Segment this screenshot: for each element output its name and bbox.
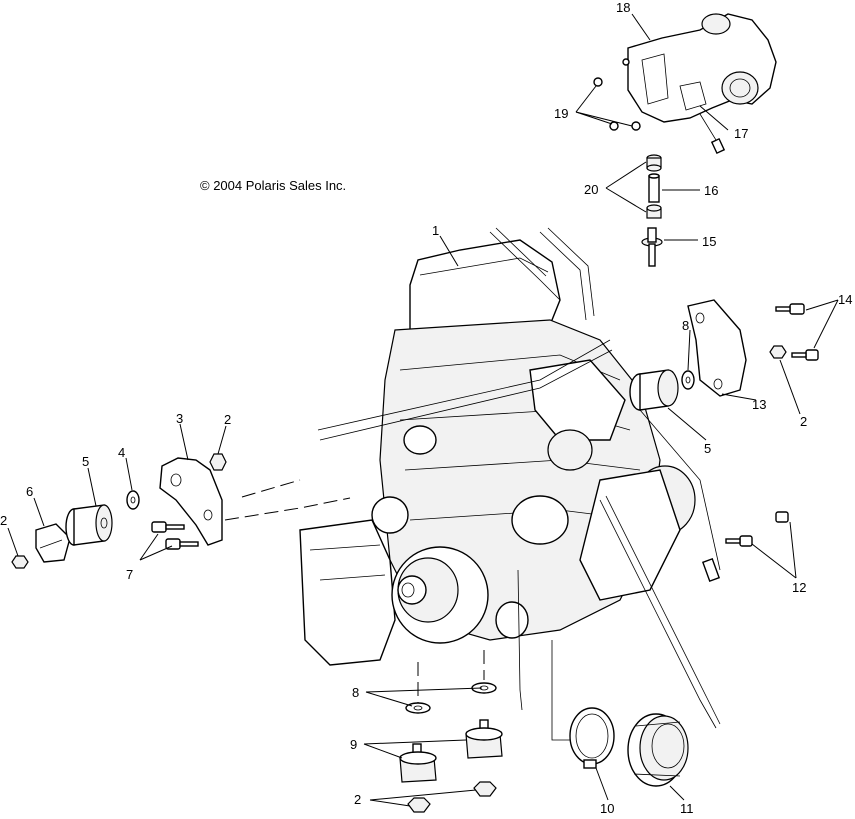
- callout-8-bottom: 8: [352, 685, 359, 700]
- callout-3: 3: [176, 411, 183, 426]
- bolt-14-upper: [775, 303, 805, 315]
- screw-19-set: [593, 58, 641, 131]
- callout-19: 19: [554, 106, 568, 121]
- bolt-15: [641, 227, 663, 267]
- intake-boot-11: [627, 713, 689, 787]
- throttle-body: [627, 13, 777, 155]
- clamp-10: [569, 707, 615, 769]
- bracket-13: [687, 299, 747, 397]
- engine-assembly: [299, 227, 721, 741]
- cover-6: [35, 523, 71, 563]
- isolator-9-right: [465, 719, 503, 759]
- leader-lines: [7, 13, 839, 807]
- callout-5-right: 5: [704, 441, 711, 456]
- washer-8-bottom-left: [405, 702, 431, 714]
- callout-2-upper: 2: [224, 412, 231, 427]
- callout-1: 1: [432, 223, 439, 238]
- callout-12: 12: [792, 580, 806, 595]
- callout-2-left: 2: [0, 513, 7, 528]
- bolt-12-set: [725, 511, 789, 547]
- bracket-3: [159, 457, 223, 546]
- nut-2-left: [11, 555, 29, 569]
- washer-4: [126, 490, 140, 510]
- callout-11: 11: [680, 801, 694, 816]
- nut-2-right: [769, 345, 787, 359]
- callout-15: 15: [702, 234, 716, 249]
- callout-5-left: 5: [82, 454, 89, 469]
- callout-13: 13: [752, 397, 766, 412]
- spacer-16: [648, 173, 660, 203]
- callout-14: 14: [838, 292, 852, 307]
- sleeve-20-top: [646, 154, 662, 172]
- copyright-text: © 2004 Polaris Sales Inc.: [200, 178, 346, 193]
- callout-4: 4: [118, 445, 125, 460]
- sleeve-20-bottom: [646, 204, 662, 219]
- nut-2-upper-left: [209, 453, 227, 471]
- washer-8-right: [681, 370, 695, 390]
- callout-2-right: 2: [800, 414, 807, 429]
- isolator-5-right: [629, 369, 679, 411]
- callout-10: 10: [600, 801, 614, 816]
- callout-9: 9: [350, 737, 357, 752]
- callout-17: 17: [734, 126, 748, 141]
- callout-18: 18: [616, 0, 630, 15]
- callout-8-right: 8: [682, 318, 689, 333]
- callout-6: 6: [26, 484, 33, 499]
- callout-2-bottom: 2: [354, 792, 361, 807]
- callout-16: 16: [704, 183, 718, 198]
- callout-20: 20: [584, 182, 598, 197]
- bolt-7-set: [151, 521, 199, 550]
- isolator-9-left: [399, 743, 437, 783]
- callout-7: 7: [126, 567, 133, 582]
- bolt-14-lower: [791, 349, 819, 361]
- isolator-5-left: [65, 504, 113, 546]
- nut-2-bottom-set: [407, 781, 497, 813]
